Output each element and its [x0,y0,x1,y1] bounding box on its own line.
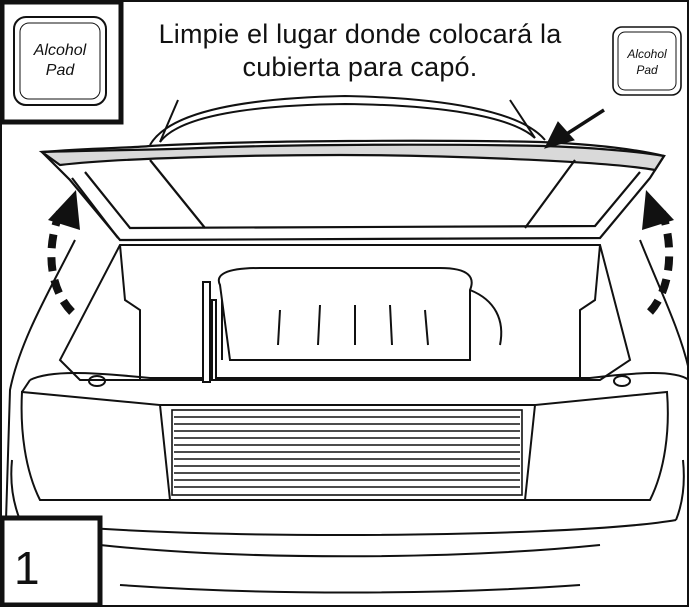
pad-small-line2: Pad [636,63,658,77]
left-lift-arrow-icon [47,190,80,315]
instruction-line-2: cubierta para capó. [242,52,478,82]
step-number: 1 [14,542,40,594]
instruction-line-1: Limpie el lugar donde colocará la [158,19,562,49]
instruction-text: Limpie el lugar donde colocará la cubier… [140,18,580,84]
right-lift-arrow-icon [642,190,674,315]
car-body [5,239,689,594]
engine [202,267,503,383]
grille [171,409,523,496]
windshield [149,94,546,146]
hood [38,139,666,242]
pad-large-line1: Alcohol [33,42,87,59]
alcohol-pad-small: Alcohol Pad [612,26,682,96]
pointer-arrow-icon [544,108,605,149]
step-box [0,515,103,607]
pad-large-line2: Pad [46,62,76,79]
alcohol-pad-large: Alcohol Pad [0,0,124,125]
pad-small-line1: Alcohol [626,47,667,61]
